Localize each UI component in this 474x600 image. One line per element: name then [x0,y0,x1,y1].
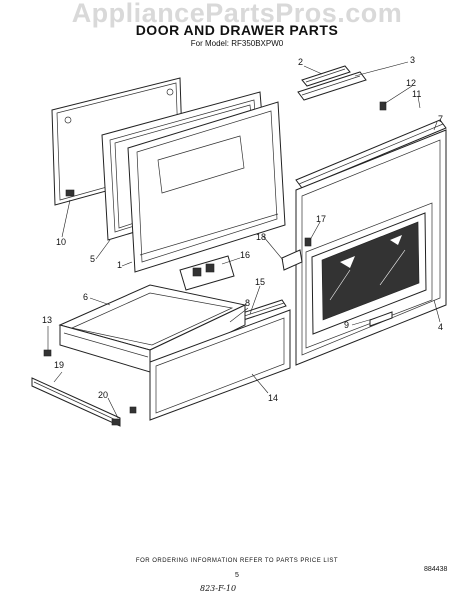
door-frame [127,101,286,273]
door-top-trim [295,119,447,189]
handwritten-note: 823-F-10 [200,584,237,593]
diagram-title: DOOR AND DRAWER PARTS [135,22,339,38]
callout-19: 19 [54,360,64,370]
callout-6: 6 [83,292,88,302]
callout-3: 3 [410,55,415,65]
callout-4: 4 [438,322,443,332]
callout-labels: 1 2 3 4 5 6 7 8 9 10 11 12 13 14 15 16 1… [42,55,443,403]
leader-lines [47,61,441,419]
callout-7: 7 [438,114,443,124]
callout-16: 16 [240,250,250,260]
callout-11: 11 [412,89,421,99]
outer-door-panel [295,129,447,366]
callout-10: 10 [56,237,66,247]
door-hinge [281,237,312,271]
drawer-front [149,309,291,421]
callout-1: 1 [117,260,122,270]
callout-9: 9 [344,320,349,330]
callout-12: 12 [406,78,416,88]
drawer-vent [179,255,235,291]
callout-20: 20 [98,390,108,400]
door-clip [379,101,387,111]
callout-17: 17 [316,214,326,224]
callout-8: 8 [245,298,250,308]
callout-2: 2 [298,57,303,67]
page-number: 5 [235,572,239,579]
callout-14: 14 [268,393,278,403]
door-top-brackets [297,65,367,101]
callout-5: 5 [90,254,95,264]
drawer-bracket [43,349,52,357]
drawer-slide-rail [31,377,137,427]
ordering-note: FOR ORDERING INFORMATION REFER TO PARTS … [135,558,339,564]
model-line: For Model: RF350BXPW0 [190,39,284,48]
callout-13: 13 [42,315,52,325]
document-code: 884438 [424,566,448,573]
callout-15: 15 [255,277,265,287]
callout-18: 18 [256,232,266,242]
watermark: AppliancePartsPros.com [71,0,403,28]
